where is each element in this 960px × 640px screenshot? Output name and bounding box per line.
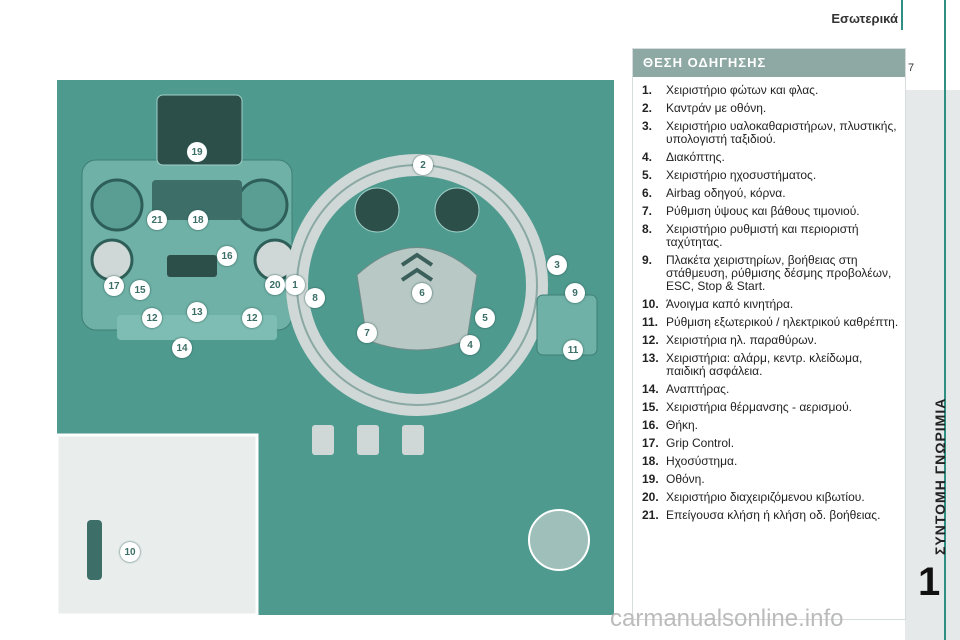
callout-6: 6 — [412, 283, 432, 303]
list-item: 17. Grip Control. — [642, 437, 901, 450]
item-text: Επείγουσα κλήση ή κλήση οδ. βοήθειας. — [666, 508, 881, 522]
item-number: 4. — [642, 150, 653, 164]
item-number: 14. — [642, 382, 659, 396]
list-item: 2. Καντράν με οθόνη. — [642, 102, 901, 115]
item-number: 7. — [642, 204, 653, 218]
callout-7: 7 — [357, 323, 377, 343]
item-number: 18. — [642, 454, 659, 468]
callout-1: 1 — [285, 275, 305, 295]
item-text: Χειριστήρια: αλάρμ, κεντρ. κλείδωμα, παι… — [666, 351, 863, 378]
callout-19: 19 — [187, 142, 207, 162]
item-list: 1. Χειριστήριο φώτων και φλας. 2. Καντράν μ… — [633, 77, 905, 522]
list-item: 21. Επείγουσα κλήση ή κλήση οδ. βοήθειας. — [642, 509, 901, 522]
list-item: 12. Χειριστήρια ηλ. παραθύρων. — [642, 334, 901, 347]
item-number: 12. — [642, 333, 659, 347]
list-item: 20. Χειριστήριο διαχειριζόμενου κιβωτίου. — [642, 491, 901, 504]
item-number: 2. — [642, 101, 653, 115]
chapter-number: 1 — [918, 560, 941, 604]
list-item: 19. Οθόνη. — [642, 473, 901, 486]
item-number: 8. — [642, 222, 653, 236]
item-number: 11. — [642, 315, 659, 329]
callout-11: 11 — [563, 340, 583, 360]
list-item: 16. Θήκη. — [642, 419, 901, 432]
list-item: 1. Χειριστήριο φώτων και φλας. — [642, 84, 901, 97]
item-text: Χειριστήριο ηχοσυστήματος. — [666, 168, 817, 182]
item-text: Ηχοσύστημα. — [666, 454, 738, 468]
list-item: 14. Αναπτήρας. — [642, 383, 901, 396]
list-item: 9. Πλακέτα χειριστηρίων, βοήθειας στη στά… — [642, 254, 901, 293]
dashboard-drawing — [57, 94, 598, 615]
item-number: 1. — [642, 83, 653, 97]
callout-4: 4 — [460, 335, 480, 355]
list-item: 11. Ρύθμιση εξωτερικού / ηλεκτρικού καθρέ… — [642, 316, 901, 329]
item-text: Αναπτήρας. — [666, 382, 730, 396]
callout-18: 18 — [188, 210, 208, 230]
item-number: 21. — [642, 508, 659, 522]
list-item: 6. Airbag οδηγού, κόρνα. — [642, 187, 901, 200]
item-number: 3. — [642, 119, 653, 133]
item-text: Άνοιγμα καπό κινητήρα. — [666, 297, 794, 311]
item-text: Διακόπτης. — [666, 150, 725, 164]
item-number: 6. — [642, 186, 653, 200]
item-text: Θήκη. — [666, 418, 699, 432]
driving-position-panel: ΘΕΣΗ ΟΔΗΓΗΣΗΣ 1. Χειριστήριο φώτων και φλ… — [632, 48, 906, 620]
callout-21: 21 — [147, 210, 167, 230]
watermark: carmanualsonline.info — [610, 605, 844, 632]
callout-16: 16 — [217, 246, 237, 266]
callout-15: 15 — [130, 280, 150, 300]
item-number: 13. — [642, 351, 659, 365]
item-number: 5. — [642, 168, 653, 182]
callout-12-left: 12 — [142, 308, 162, 328]
callout-14: 14 — [172, 338, 192, 358]
item-text: Χειριστήριο υαλοκαθαριστήρων, πλυστικής,… — [666, 119, 897, 146]
list-item: 18. Ηχοσύστημα. — [642, 455, 901, 468]
item-text: Ρύθμιση εξωτερικού / ηλεκτρικού καθρέπτη… — [666, 315, 899, 329]
item-text: Χειριστήριο φώτων και φλας. — [666, 83, 819, 97]
list-item: 5. Χειριστήριο ηχοσυστήματος. — [642, 169, 901, 182]
item-text: Πλακέτα χειριστηρίων, βοήθειας στη στάθμ… — [666, 253, 892, 293]
dashboard-illustration: 1 2 3 4 5 6 7 8 9 10 11 12 12 13 14 15 1… — [57, 80, 614, 615]
section-title: Εσωτερικά — [831, 11, 898, 26]
list-item: 4. Διακόπτης. — [642, 151, 901, 164]
callout-17: 17 — [104, 276, 124, 296]
list-item: 8. Χειριστήριο ρυθμιστή και περιοριστή τα… — [642, 223, 901, 249]
item-number: 19. — [642, 472, 659, 486]
chapter-title: ΣΥΝΤΟΜΗ ΓΝΩΡΙΜΙΑ — [932, 397, 948, 555]
item-text: Οθόνη. — [666, 472, 705, 486]
item-number: 10. — [642, 297, 659, 311]
item-number: 17. — [642, 436, 659, 450]
item-number: 9. — [642, 253, 653, 267]
callout-20: 20 — [265, 275, 285, 295]
item-number: 20. — [642, 490, 659, 504]
callout-3: 3 — [547, 255, 567, 275]
callout-10: 10 — [120, 542, 140, 562]
panel-title: ΘΕΣΗ ΟΔΗΓΗΣΗΣ — [633, 49, 905, 77]
item-text: Χειριστήριο ρυθμιστή και περιοριστή ταχύ… — [666, 222, 859, 249]
callout-5: 5 — [475, 308, 495, 328]
header-accent-bar — [901, 0, 903, 30]
callout-13: 13 — [187, 302, 207, 322]
item-number: 15. — [642, 400, 659, 414]
page-number: 7 — [908, 62, 915, 74]
list-item: 7. Ρύθμιση ύψους και βάθους τιμονιού. — [642, 205, 901, 218]
item-text: Airbag οδηγού, κόρνα. — [666, 186, 786, 200]
callout-12-right: 12 — [242, 308, 262, 328]
callout-9: 9 — [565, 283, 585, 303]
list-item: 15. Χειριστήρια θέρμανσης - αερισμού. — [642, 401, 901, 414]
item-text: Χειριστήρια ηλ. παραθύρων. — [666, 333, 818, 347]
callout-8: 8 — [305, 288, 325, 308]
item-text: Grip Control. — [666, 436, 735, 450]
item-text: Χειριστήρια θέρμανσης - αερισμού. — [666, 400, 852, 414]
chapter-sidebar — [905, 90, 960, 640]
list-item: 10. Άνοιγμα καπό κινητήρα. — [642, 298, 901, 311]
list-item: 13. Χειριστήρια: αλάρμ, κεντρ. κλείδωμα, … — [642, 352, 901, 378]
sidebar-accent-line — [944, 0, 946, 640]
callout-2: 2 — [413, 155, 433, 175]
list-item: 3. Χειριστήριο υαλοκαθαριστήρων, πλυστική… — [642, 120, 901, 146]
item-text: Ρύθμιση ύψους και βάθους τιμονιού. — [666, 204, 860, 218]
item-number: 16. — [642, 418, 659, 432]
item-text: Χειριστήριο διαχειριζόμενου κιβωτίου. — [666, 490, 865, 504]
item-text: Καντράν με οθόνη. — [666, 101, 767, 115]
